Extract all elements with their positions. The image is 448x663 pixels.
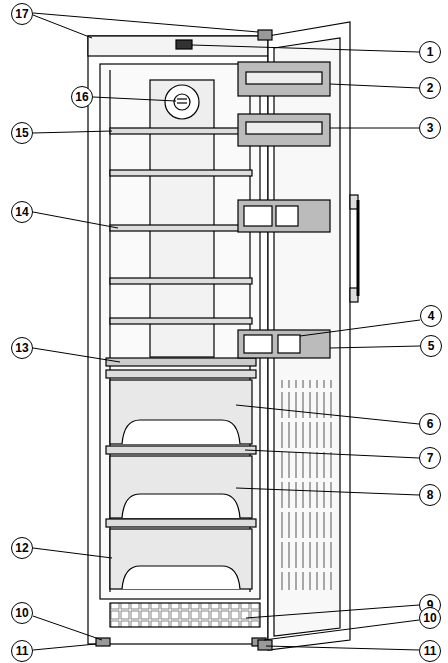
- fridge-part: [96, 638, 110, 646]
- fridge-part: [330, 128, 419, 129]
- callout-number: 6: [419, 413, 441, 435]
- fridge-part: [110, 456, 252, 518]
- fridge-part: [33, 15, 92, 38]
- fridge-part: [106, 358, 256, 366]
- callout-number: 11: [11, 640, 33, 662]
- callout-text: 3: [427, 122, 434, 134]
- callout-number: 15: [11, 122, 33, 144]
- fridge-part: [192, 45, 419, 52]
- fridge-part: [106, 519, 256, 527]
- callout-number: 8: [419, 484, 441, 506]
- fridge-part: [330, 84, 419, 88]
- fridge-part: [258, 30, 272, 40]
- leader-lines: [33, 13, 420, 650]
- fridge-part: [33, 616, 102, 640]
- fridge-part: [177, 102, 187, 103]
- fridge-part: [245, 450, 419, 458]
- callout-text: 2: [427, 82, 434, 94]
- fridge-part: [150, 80, 214, 132]
- fridge-part: [278, 335, 300, 353]
- callout-text: 12: [15, 542, 28, 554]
- fridge-part: [176, 40, 192, 49]
- callout-number: 13: [11, 337, 33, 359]
- callout-text: 15: [15, 127, 28, 139]
- callout-number: 1: [419, 41, 441, 63]
- fridge-part: [238, 62, 330, 96]
- fridge-part: [246, 122, 322, 134]
- callout-text: 4: [428, 310, 435, 322]
- fridge-part: [33, 212, 118, 228]
- fridge-part: [106, 446, 256, 454]
- fridge-part: [177, 98, 187, 99]
- fridge-part: [88, 36, 268, 56]
- fridge-part: [238, 200, 330, 232]
- fridge-part: [106, 370, 256, 378]
- callout-number: 16: [71, 86, 93, 108]
- fridge-part: [110, 128, 252, 134]
- callout-number: 3: [419, 117, 441, 139]
- callout-number: 14: [11, 201, 33, 223]
- fridge-part: [264, 620, 419, 640]
- callout-text: 1: [427, 46, 434, 58]
- fridge-part: [93, 97, 176, 101]
- fridge-part: [266, 646, 419, 650]
- callout-text: 6: [427, 418, 434, 430]
- callout-text: 11: [16, 645, 29, 657]
- fridge-part: [236, 405, 419, 424]
- callout-number: 7: [419, 447, 441, 469]
- callout-text: 16: [75, 91, 88, 103]
- fridge-part: [246, 72, 322, 84]
- callout-text: 10: [423, 612, 436, 624]
- fridge-part: [246, 605, 419, 618]
- fridge-part: [33, 348, 120, 362]
- fridge-part: [33, 548, 112, 558]
- fridge-part: [110, 225, 252, 231]
- fridge-part: [300, 320, 420, 336]
- fridge-part: [236, 488, 419, 495]
- fridge-part: [110, 278, 252, 284]
- fridge-part: [165, 85, 199, 119]
- callout-text: 14: [15, 206, 28, 218]
- fridge-part: [330, 346, 420, 348]
- callout-text: 17: [15, 8, 28, 20]
- callout-text: 13: [15, 342, 28, 354]
- callout-number: 10: [419, 607, 441, 629]
- fridge-part: [110, 529, 252, 589]
- fridge-part: [122, 420, 240, 444]
- fridge-part: [280, 380, 335, 590]
- fridge-part: [88, 22, 358, 650]
- fridge-part: [110, 170, 252, 176]
- fridge-part: [244, 206, 272, 226]
- fridge-part: [110, 380, 252, 444]
- callout-number: 5: [420, 335, 442, 357]
- callout-number: 10: [11, 602, 33, 624]
- fridge-part: [244, 335, 272, 353]
- callout-number: 17: [11, 3, 33, 25]
- fridge-part: [110, 603, 260, 627]
- fridge-part: [357, 200, 360, 296]
- callout-number: 12: [11, 537, 33, 559]
- fridge-part: [174, 94, 190, 110]
- callout-number: 4: [420, 305, 442, 327]
- fridge-part: [276, 206, 298, 226]
- fridge-part: [122, 494, 240, 518]
- fridge-part: [33, 13, 258, 32]
- callout-text: 7: [427, 452, 434, 464]
- callout-text: 10: [15, 607, 28, 619]
- callout-number: 2: [419, 77, 441, 99]
- fridge-part: [110, 318, 252, 324]
- fridge-part: [122, 566, 240, 589]
- callout-number: 11: [419, 640, 441, 662]
- fridge-part: [258, 640, 272, 650]
- fridge-part: [100, 64, 260, 599]
- fridge-part: [33, 644, 96, 650]
- fridge-part: [238, 114, 330, 146]
- fridge-part: [33, 131, 112, 133]
- callout-text: 8: [427, 489, 434, 501]
- callout-text: 5: [428, 340, 435, 352]
- callout-text: 11: [424, 645, 437, 657]
